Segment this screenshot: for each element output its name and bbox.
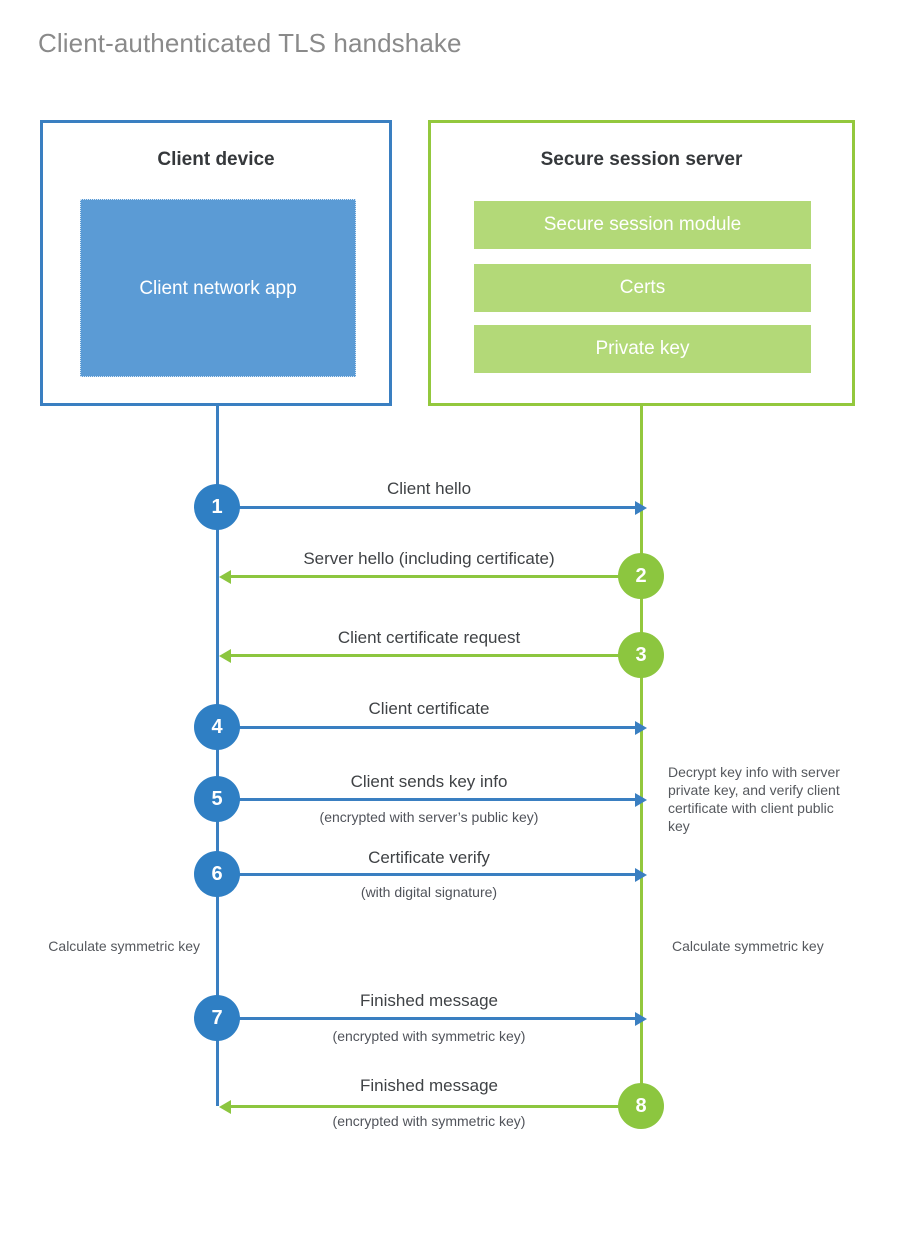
step-5-arrow <box>218 792 647 807</box>
step-3-circle: 3 <box>618 632 664 678</box>
server-lifeline <box>640 406 643 1106</box>
step-8-label: Finished message <box>360 1076 498 1095</box>
step-3-arrow <box>219 648 641 663</box>
note-server-calculate-symmetric-key: Calculate symmetric key <box>672 938 824 954</box>
step-8-circle: 8 <box>618 1083 664 1129</box>
server-module-certs: Certs <box>474 264 811 312</box>
secure-session-server-title: Secure session server <box>540 149 743 170</box>
step-3-label: Client certificate request <box>337 628 521 647</box>
step-1-label: Client hello <box>386 479 472 498</box>
note-server-decrypt: Decrypt key info with server private key… <box>668 764 840 834</box>
step-8-arrow <box>219 1099 641 1114</box>
page-title: Client-authenticated TLS handshake <box>38 28 462 58</box>
step-6-arrow <box>218 867 647 882</box>
step-2-label: Server hello (including certificate) <box>303 549 555 568</box>
step-4-arrow <box>218 720 647 735</box>
client-lifeline <box>216 406 219 1106</box>
step-5-sublabel: (encrypted with server’s public key) <box>319 809 539 825</box>
server-module-private-key: Private key <box>474 325 811 373</box>
step-5-circle: 5 <box>194 776 240 822</box>
step-8-sublabel: (encrypted with symmetric key) <box>332 1113 526 1129</box>
server-module-secure-session-module: Secure session module <box>474 201 811 249</box>
step-7-label: Finished message <box>360 991 498 1010</box>
note-client-calculate-symmetric-key: Calculate symmetric key <box>48 938 200 954</box>
step-7-sublabel: (encrypted with symmetric key) <box>332 1028 526 1044</box>
step-1-arrow <box>218 500 647 515</box>
step-7-circle: 7 <box>194 995 240 1041</box>
step-4-circle: 4 <box>194 704 240 750</box>
step-1-circle: 1 <box>194 484 240 530</box>
step-5-label: Client sends key info <box>350 772 508 791</box>
client-network-app-block: Client network app <box>80 199 356 377</box>
step-2-arrow <box>219 569 641 584</box>
step-6-sublabel: (with digital signature) <box>360 884 498 900</box>
step-7-arrow <box>218 1011 647 1026</box>
secure-session-server-box: Secure session server Secure session mod… <box>428 120 855 406</box>
step-2-circle: 2 <box>618 553 664 599</box>
step-4-label: Client certificate <box>368 699 490 718</box>
client-device-title: Client device <box>157 149 275 170</box>
step-6-label: Certificate verify <box>368 848 490 867</box>
client-device-box: Client device Client network app <box>40 120 392 406</box>
step-6-circle: 6 <box>194 851 240 897</box>
